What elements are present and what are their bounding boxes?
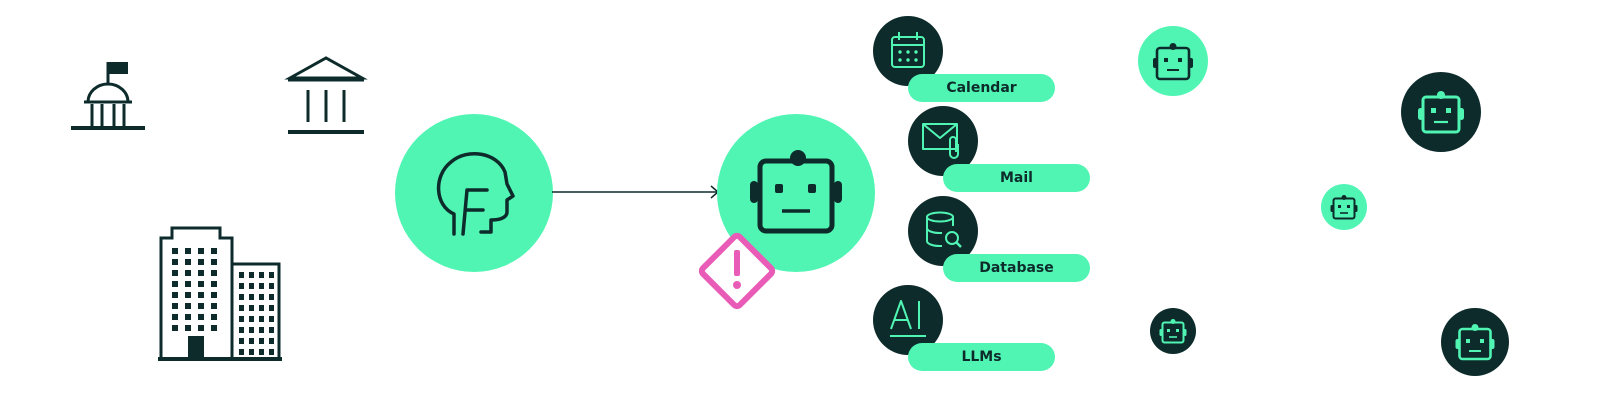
database-tool-circle [908, 196, 978, 266]
mail-icon [922, 123, 959, 159]
robot-icon [1455, 324, 1495, 361]
human-head-icon [436, 152, 515, 236]
robot-icon [1153, 43, 1193, 81]
agent-node-3 [1321, 184, 1367, 230]
calendar-tool-label: Calendar [908, 74, 1055, 102]
ai-icon [890, 300, 926, 337]
robot-icon [1159, 319, 1187, 344]
llm-tool-circle [873, 285, 943, 355]
bank-building-icon [284, 56, 368, 136]
llm-tool-label: LLMs [908, 343, 1055, 371]
agent-node-2 [1401, 72, 1481, 152]
agent-node-5 [1441, 308, 1509, 376]
central-agent-node [716, 114, 876, 272]
warning-icon [694, 228, 780, 314]
robot-icon [1330, 195, 1358, 220]
agent-node-1 [1138, 26, 1208, 96]
database-tool-label: Database [943, 254, 1090, 282]
calendar-tool-circle [873, 16, 943, 86]
human-head-node [395, 114, 553, 272]
calendar-icon [891, 32, 925, 68]
capitol-building-icon [70, 58, 146, 132]
agent-node-4 [1150, 308, 1196, 354]
mail-tool-label: Mail [943, 164, 1090, 192]
database-icon [926, 211, 962, 248]
robot-icon [1418, 91, 1464, 134]
connection-arrow [552, 183, 722, 201]
office-buildings-icon [158, 226, 282, 362]
mail-tool-circle [908, 106, 978, 176]
robot-icon [750, 150, 842, 234]
